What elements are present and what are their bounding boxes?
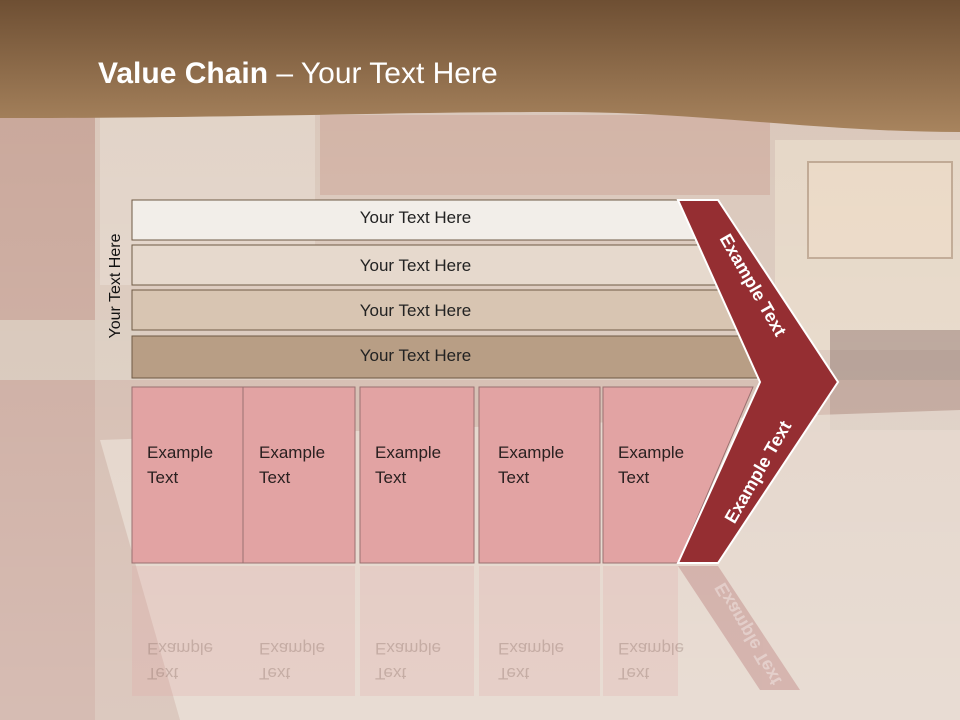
box-reflection: Text Example: [375, 636, 441, 686]
box-line: Example: [259, 443, 326, 462]
slide-title: Value Chain – Your Text Here: [98, 52, 498, 96]
box-reflection-shape: [132, 566, 244, 696]
header-band: [0, 0, 960, 132]
box-reflection-shape: [603, 566, 678, 696]
box-reflection-shape: [360, 566, 474, 696]
box-reflection: Text Example: [147, 636, 213, 686]
value-box: [131, 386, 245, 564]
box-reflection: Text Example: [498, 636, 564, 686]
bar-label: Your Text Here: [359, 208, 472, 227]
value-box: [359, 386, 475, 564]
value-box: [242, 386, 356, 564]
side-label: Your Text Here: [107, 233, 124, 339]
value-box: [478, 386, 601, 564]
box-line: Text: [618, 468, 650, 487]
box-line: Example: [375, 443, 442, 462]
reflection-line: Example: [618, 639, 685, 658]
reflection-line: Example: [498, 639, 565, 658]
bar-label: Your Text Here: [359, 346, 472, 365]
reflection-line: Text: [259, 664, 291, 683]
reflection-line: Example: [375, 639, 442, 658]
box-line: Text: [375, 468, 407, 487]
box-line: Text: [498, 468, 530, 487]
reflection-line: Text: [498, 664, 530, 683]
bar-label: Your Text Here: [359, 256, 472, 275]
box-line: Example: [147, 443, 214, 462]
bar-label: Your Text Here: [359, 301, 472, 320]
chevron-reflection: [678, 566, 800, 690]
title-rest: – Your Text Here: [268, 57, 498, 90]
box-reflection-shape: [479, 566, 600, 696]
box-line: Text: [259, 468, 291, 487]
box-line: Example: [498, 443, 565, 462]
box-reflection: Text Example: [618, 636, 684, 686]
reflection-line: Text: [618, 664, 650, 683]
box-reflection-shape: [243, 566, 355, 696]
chevron-arrow: [676, 199, 840, 564]
title-bold: Value Chain: [98, 57, 269, 90]
box-reflection: Text Example: [259, 636, 325, 686]
reflection-line: Example: [259, 639, 326, 658]
box-line: Example: [618, 443, 685, 462]
reflection-line: Example: [147, 639, 214, 658]
reflection-line: Text: [147, 664, 179, 683]
reflection-line: Text: [375, 664, 407, 683]
box-line: Text: [147, 468, 179, 487]
